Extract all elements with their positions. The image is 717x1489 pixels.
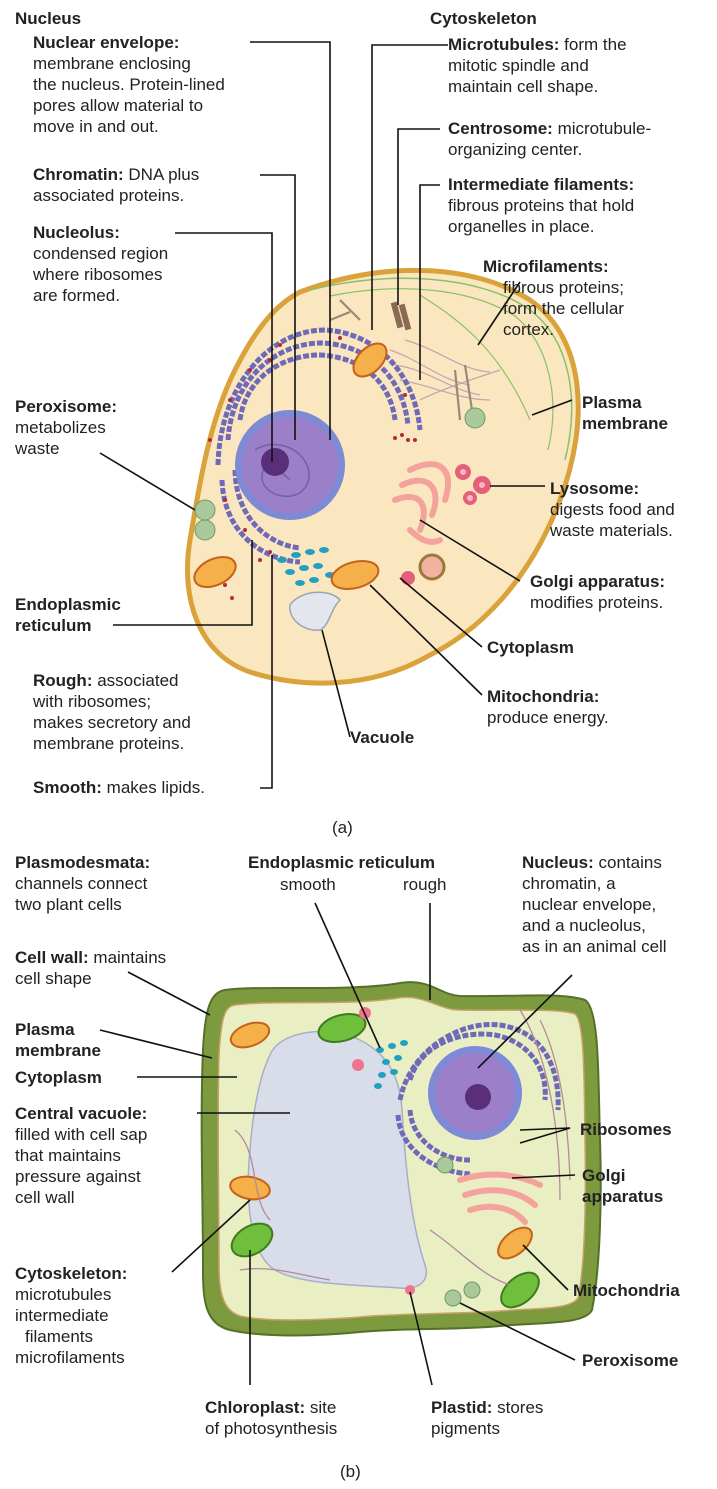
label-plasmodesmata: Plasmodesmata: channels connect two plan…: [15, 852, 150, 915]
label-golgi-animal: Golgi apparatus: modifies proteins.: [530, 571, 665, 613]
label-er-rough: rough: [403, 874, 446, 895]
label-central-vacuole: Central vacuole: filled with cell sap th…: [15, 1103, 147, 1208]
label-cytoplasm-animal: Cytoplasm: [487, 637, 574, 658]
label-plasma-membrane-plant: Plasma membrane: [15, 1019, 101, 1061]
label-intermediate-filaments: Intermediate filaments: fibrous proteins…: [448, 174, 634, 237]
nuclear-envelope-title: Nuclear envelope:: [33, 33, 179, 52]
label-endoplasmic-reticulum: Endoplasmic reticulum: [15, 594, 121, 636]
label-mitochondria-animal: Mitochondria: produce energy.: [487, 686, 609, 728]
plant-nucleolus: [465, 1084, 491, 1110]
label-plastid: Plastid: stores pigments: [431, 1397, 543, 1439]
label-chromatin: Chromatin: DNA plus associated proteins.: [33, 164, 199, 206]
label-centrosome: Centrosome: microtubule- organizing cent…: [448, 118, 651, 160]
label-cytoplasm-plant: Cytoplasm: [15, 1067, 102, 1088]
caption-a: (a): [332, 818, 353, 838]
label-chloroplast: Chloroplast: site of photosynthesis: [205, 1397, 337, 1439]
cytoskeleton-heading: Cytoskeleton: [430, 8, 537, 29]
label-ribosomes: Ribosomes: [580, 1119, 672, 1140]
nucleus-heading: Nucleus: [15, 8, 81, 29]
label-microfilaments: Microfilaments: fibrous proteins; form t…: [483, 256, 624, 340]
label-nuclear-envelope: Nuclear envelope: membrane enclosing the…: [33, 32, 225, 137]
animal-nucleolus: [261, 448, 289, 476]
label-plasma-membrane-animal: Plasma membrane: [582, 392, 668, 434]
label-peroxisome-animal: Peroxisome: metabolizes waste: [15, 396, 117, 459]
label-rough-er: Rough: associated with ribosomes; makes …: [33, 670, 191, 754]
label-lysosome: Lysosome: digests food and waste materia…: [550, 478, 675, 541]
label-peroxisome-plant: Peroxisome: [582, 1350, 678, 1371]
caption-b: (b): [340, 1462, 361, 1482]
label-mitochondria-plant: Mitochondria: [573, 1280, 680, 1301]
label-cell-wall: Cell wall: maintains cell shape: [15, 947, 166, 989]
animal-vesicle: [420, 555, 444, 579]
label-er-plant: Endoplasmic reticulum: [248, 852, 435, 873]
label-nucleus-plant: Nucleus: contains chromatin, a nuclear e…: [522, 852, 667, 957]
plant-cell: [100, 903, 601, 1385]
label-cytoskeleton-plant: Cytoskeleton: microtubules intermediate …: [15, 1263, 127, 1368]
label-microtubules: Microtubules: form the mitotic spindle a…: [448, 34, 627, 97]
label-golgi-plant: Golgi apparatus: [582, 1165, 663, 1207]
label-nucleolus: Nucleolus: condensed region where riboso…: [33, 222, 168, 306]
label-smooth-er: Smooth: makes lipids.: [33, 777, 205, 798]
label-vacuole: Vacuole: [350, 727, 414, 748]
animal-nucleus: [242, 417, 338, 513]
label-er-smooth: smooth: [280, 874, 336, 895]
